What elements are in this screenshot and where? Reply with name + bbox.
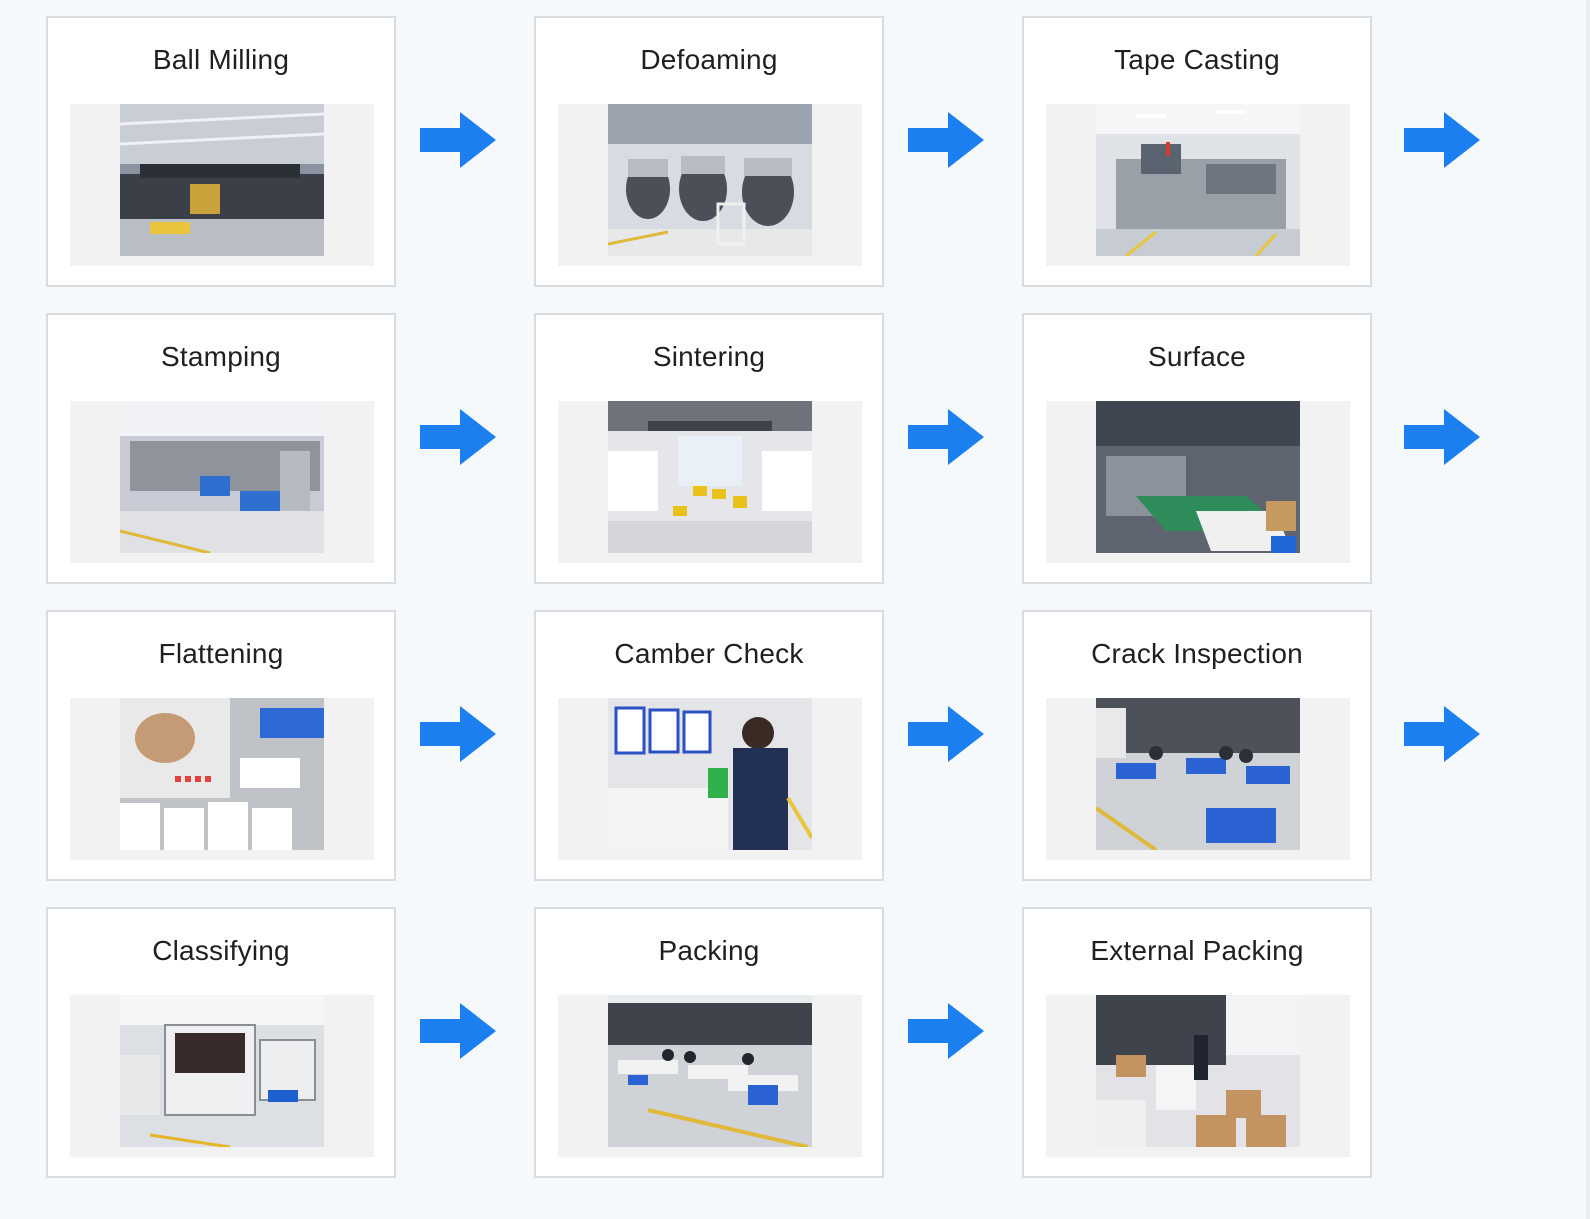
defoaming-photo xyxy=(608,104,812,256)
photo-frame xyxy=(70,698,374,860)
camber-check-photo xyxy=(608,698,812,850)
arrow-right-icon xyxy=(418,110,498,170)
classifying-photo xyxy=(120,995,324,1147)
photo-frame xyxy=(1046,401,1350,563)
arrow-right-icon xyxy=(1402,704,1482,764)
ball-milling-photo xyxy=(120,104,324,256)
photo-frame xyxy=(558,401,862,563)
packing-photo xyxy=(608,995,812,1147)
photo-frame xyxy=(1046,104,1350,266)
arrow-right-icon xyxy=(418,1001,498,1061)
external-packing-photo xyxy=(1096,995,1300,1147)
process-step-card: Flattening xyxy=(46,610,396,881)
sintering-photo xyxy=(608,401,812,553)
process-step-card: External Packing xyxy=(1022,907,1372,1178)
page-edge-divider xyxy=(1586,0,1590,1219)
arrow-right-icon xyxy=(906,110,986,170)
arrow-right-icon xyxy=(418,407,498,467)
process-step-card: Surface xyxy=(1022,313,1372,584)
process-step-title: Tape Casting xyxy=(1114,44,1280,75)
stamping-photo xyxy=(120,401,324,553)
process-step-title: Surface xyxy=(1148,341,1246,372)
process-step-title: Defoaming xyxy=(640,44,778,75)
arrow-right-icon xyxy=(418,704,498,764)
photo-frame xyxy=(1046,698,1350,860)
arrow-right-icon xyxy=(906,407,986,467)
flattening-photo xyxy=(120,698,324,850)
process-step-card: Classifying xyxy=(46,907,396,1178)
process-step-card: Defoaming xyxy=(534,16,884,287)
photo-frame xyxy=(70,104,374,266)
surface-photo xyxy=(1096,401,1300,553)
process-step-title: Crack Inspection xyxy=(1091,638,1303,669)
process-step-card: Stamping xyxy=(46,313,396,584)
process-step-title: Camber Check xyxy=(614,638,804,669)
process-step-title: Flattening xyxy=(158,638,284,669)
arrow-right-icon xyxy=(906,704,986,764)
photo-frame xyxy=(558,995,862,1157)
process-step-title: Stamping xyxy=(161,341,281,372)
photo-frame xyxy=(558,698,862,860)
process-step-card: Sintering xyxy=(534,313,884,584)
process-step-card: Ball Milling xyxy=(46,16,396,287)
photo-frame xyxy=(558,104,862,266)
crack-inspection-photo xyxy=(1096,698,1300,850)
process-step-title: Packing xyxy=(658,935,760,966)
process-step-title: Classifying xyxy=(152,935,290,966)
process-step-card: Tape Casting xyxy=(1022,16,1372,287)
process-step-title: Sintering xyxy=(652,341,766,372)
arrow-right-icon xyxy=(906,1001,986,1061)
photo-frame xyxy=(70,401,374,563)
photo-frame xyxy=(70,995,374,1157)
process-step-card: Camber Check xyxy=(534,610,884,881)
process-step-title: Ball Milling xyxy=(152,44,290,75)
photo-frame xyxy=(1046,995,1350,1157)
process-step-card: Crack Inspection xyxy=(1022,610,1372,881)
arrow-right-icon xyxy=(1402,110,1482,170)
tape-casting-photo xyxy=(1096,104,1300,256)
process-step-title: External Packing xyxy=(1090,935,1304,966)
arrow-right-icon xyxy=(1402,407,1482,467)
process-step-card: Packing xyxy=(534,907,884,1178)
